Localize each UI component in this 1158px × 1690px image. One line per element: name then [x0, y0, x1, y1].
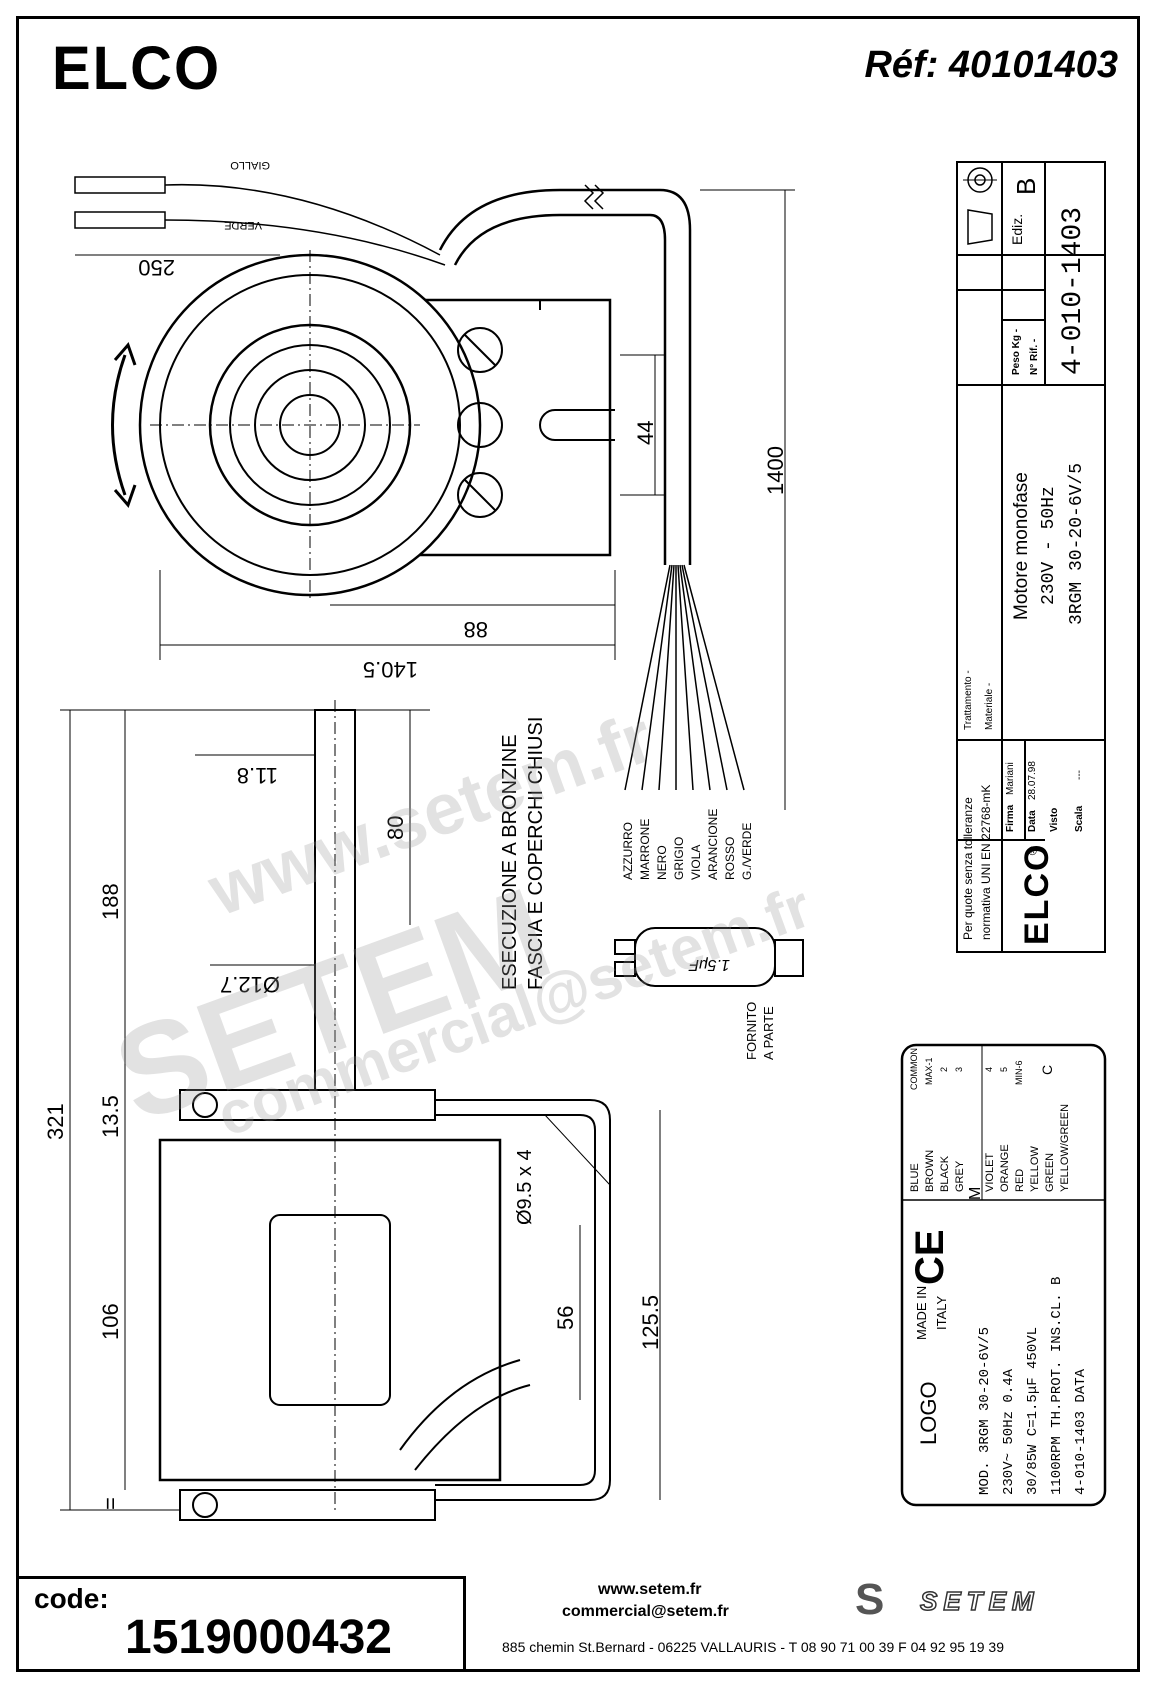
nameplate-code-1: MAX-1 — [924, 1057, 934, 1085]
wire-color-3: GRIGIO — [672, 836, 686, 880]
nameplate-wire-7: YELLOW — [1029, 1146, 1041, 1192]
wire-color-6: ROSSO — [723, 836, 737, 880]
nameplate-line-code: 4-010-1403 DATA — [1073, 1368, 1089, 1495]
title-block-data-value: 28.07.98 — [1027, 761, 1038, 800]
title-block-visto-label: Visto — [1049, 807, 1060, 832]
title-block-registered: ® — [1028, 844, 1037, 858]
nameplate-made-in-1: MADE IN — [914, 1285, 929, 1340]
dim-9-5: Ø9.5 x 4 — [514, 1149, 536, 1225]
title-block-scala-value: --- — [1074, 770, 1085, 780]
capacitor-note-2: A PARTE — [761, 1006, 776, 1060]
nameplate-cap-symbol: C — [1039, 1064, 1055, 1075]
title-block-materiale: Materiale - — [984, 682, 995, 730]
footer-address: 885 chemin St.Bernard - 06225 VALLAURIS … — [502, 1639, 1004, 1655]
dim-188: 188 — [98, 883, 123, 920]
dim-11-8: 11.8 — [236, 763, 278, 788]
title-block-scala-label: Scala — [1074, 805, 1085, 832]
wire-color-5: ARANCIONE — [706, 808, 720, 880]
dim-1400: 1400 — [763, 446, 788, 495]
nameplate-motor-symbol: M — [967, 1186, 984, 1200]
dim-106: 106 — [98, 1303, 123, 1340]
nameplate-code-6: MIN-6 — [1014, 1060, 1024, 1086]
nameplate-wire-3: GREY — [954, 1160, 966, 1192]
capacitor-note-1: FORNITO — [744, 1001, 759, 1060]
wire-color-2: NERO — [655, 845, 669, 880]
title-block-tolerance-2: normativa UNI EN 22768-mK — [979, 784, 993, 940]
wire-label-verde: VERDE — [224, 219, 262, 231]
nameplate-wire-0: BLUE — [909, 1163, 921, 1192]
wire-color-1: MARRONE — [638, 818, 652, 880]
nameplate-code-0: COMMON — [909, 1048, 919, 1090]
nameplate-code-2: 2 — [939, 1066, 949, 1072]
wire-label-giallo: GIALLO — [230, 159, 270, 171]
code-box — [16, 1576, 466, 1672]
title-block-peso: Peso Kg - — [1011, 328, 1022, 375]
footer-brand: SETEM — [919, 1586, 1040, 1616]
footer-web: www.setem.fr — [598, 1581, 702, 1598]
nameplate-wire-5: ORANGE — [999, 1144, 1011, 1192]
dim-88: 88 — [463, 617, 488, 642]
nameplate-made-in-2: ITALY — [934, 1295, 949, 1330]
nameplate-code-3: 3 — [954, 1066, 964, 1072]
wire-color-0: AZZURRO — [621, 822, 635, 880]
nameplate-wire-4: VIOLET — [984, 1152, 996, 1192]
nameplate-line-volt: 230V~ 50Hz 0.4A — [1001, 1368, 1017, 1495]
footer-email: commercial@setem.fr — [562, 1603, 729, 1620]
dim-equal: = — [98, 1497, 123, 1510]
wire-color-4: VIOLA — [689, 844, 703, 880]
title-block-firma-label: Firma — [1005, 804, 1016, 832]
dim-13-5: 13.5 — [98, 1095, 123, 1138]
title-block-rif: N° Rif. - — [1029, 338, 1040, 375]
title-block-tolerance-1: Per quote senza tolleranze — [961, 797, 975, 940]
nameplate-line-power: 30/85W C=1.5μF 450VL — [1025, 1326, 1041, 1495]
title-block-description-1: Motore monofase — [1011, 472, 1032, 620]
elco-logo: ELCO — [52, 34, 222, 103]
nameplate-wire-9: YELLOW/GREEN — [1059, 1103, 1071, 1192]
title-block-description-3: 3RGM 30-20-6V/5 — [1067, 462, 1087, 625]
code-label: code: — [34, 1583, 109, 1614]
nameplate-line-mod: MOD. 3RGM 30-20-6V/5 — [977, 1326, 993, 1495]
dim-56: 56 — [553, 1305, 578, 1330]
nameplate-ce: CE — [908, 1229, 952, 1285]
reference-number: Réf: 40101403 — [864, 44, 1118, 86]
title-block-description-2: 230V - 50Hz — [1039, 486, 1059, 605]
nameplate-line-rpm: 1100RPM TH.PROT. INS.CL. B — [1049, 1276, 1065, 1495]
title-block-elco-logo: ELCO — [1018, 842, 1056, 945]
title-block-drawing-number: 4-010-1403 — [1058, 206, 1089, 375]
wire-color-7: G./VERDE — [740, 822, 754, 880]
dim-125-5: 125.5 — [638, 1294, 663, 1350]
nameplate-wire-2: BLACK — [939, 1155, 951, 1192]
dim-321: 321 — [43, 1103, 68, 1140]
drawing-frame — [16, 16, 1140, 1672]
nameplate-code-5: 5 — [999, 1066, 1009, 1072]
nameplate-logo: LOGO — [916, 1381, 941, 1445]
title-block-firma-value: Mariani — [1005, 762, 1016, 795]
title-block-data-label: Data — [1027, 810, 1038, 832]
dim-44: 44 — [633, 420, 658, 445]
title-block-trattamento: Trattamento - — [963, 670, 974, 730]
nameplate-code-4: 4 — [984, 1066, 994, 1072]
title-block-ediz-label: Ediz. — [1009, 213, 1025, 245]
dim-140-5: 140.5 — [362, 657, 418, 682]
nameplate-wire-6: RED — [1014, 1168, 1026, 1192]
nameplate-wire-1: BROWN — [924, 1149, 936, 1192]
setem-logo-swoosh-icon: S — [855, 1575, 885, 1624]
dim-250: 250 — [138, 255, 175, 280]
title-block-edition: B — [1011, 177, 1041, 195]
code-value: 1519000432 — [125, 1611, 392, 1664]
nameplate-wire-8: GREEN — [1044, 1152, 1056, 1192]
